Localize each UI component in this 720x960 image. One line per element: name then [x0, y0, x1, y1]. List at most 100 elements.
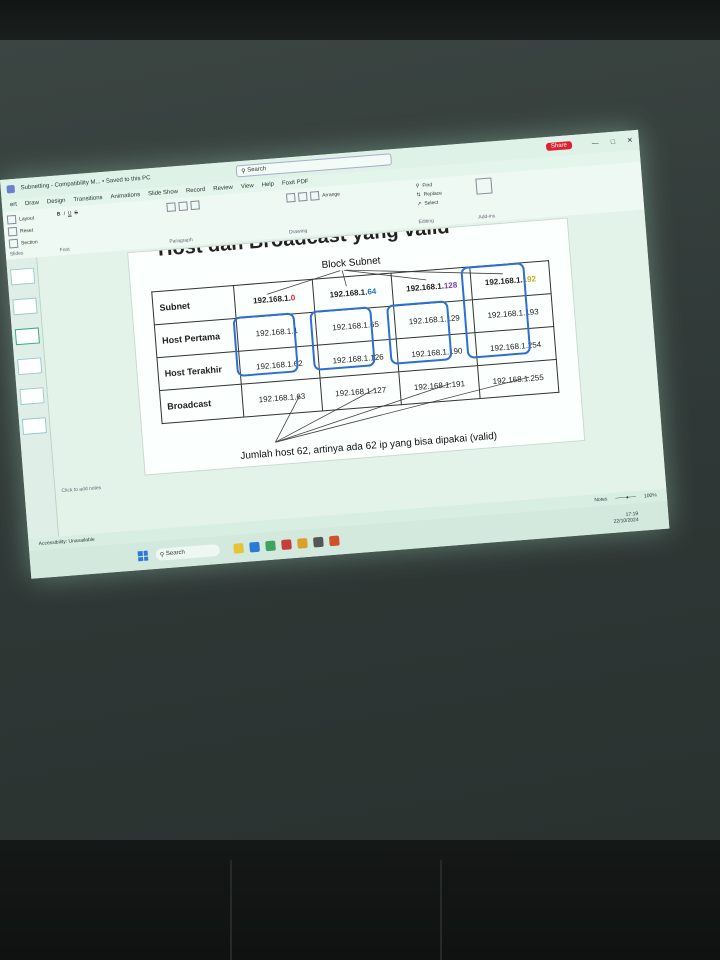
slide-stage: Host dan Broadcast yang valid Block Subn…: [37, 209, 667, 537]
numbering-icon[interactable]: [178, 201, 188, 212]
bullets-icon[interactable]: [166, 202, 176, 212]
powerpoint-icon[interactable]: [281, 539, 292, 551]
host-range-ring: [232, 312, 299, 377]
connector-lines: [266, 269, 530, 443]
layout-button[interactable]: Layout: [18, 214, 35, 223]
terminal-icon[interactable]: [313, 536, 324, 548]
connector-line: [275, 394, 301, 443]
bold-button[interactable]: B: [56, 211, 61, 218]
tab-help[interactable]: Help: [261, 181, 275, 189]
slide-thumbnail[interactable]: [19, 387, 45, 406]
tab-record[interactable]: Record: [185, 186, 206, 195]
table-cell: 192.168.1.191: [398, 365, 481, 405]
addins-group-label: Add-ins: [478, 213, 496, 221]
ip-suffix: 64: [366, 286, 377, 297]
app-icon: [6, 184, 16, 194]
find-button[interactable]: Find: [422, 182, 433, 189]
search-placeholder: Search: [247, 166, 267, 174]
shape-line-icon[interactable]: [297, 191, 308, 202]
arrange-button[interactable]: Arrange: [321, 190, 341, 199]
section-button[interactable]: Section: [20, 238, 38, 247]
paragraph-group-label: Paragraph: [169, 237, 193, 245]
tab-draw[interactable]: Draw: [24, 200, 40, 208]
section-icon: [8, 238, 19, 249]
shape-rect-icon[interactable]: [285, 192, 296, 203]
slides-group-label: Slides: [9, 250, 24, 258]
shape-arrow-icon[interactable]: [309, 191, 320, 201]
store-icon[interactable]: [265, 540, 276, 552]
close-icon[interactable]: ✕: [626, 137, 634, 145]
zoom-slider[interactable]: ───●──: [615, 494, 637, 502]
file-explorer-icon[interactable]: [233, 543, 245, 554]
reset-button[interactable]: Reset: [19, 227, 34, 235]
tab-foxit-pdf[interactable]: Foxit PDF: [281, 178, 309, 187]
host-range-ring: [386, 300, 453, 365]
notes-toggle[interactable]: Notes: [594, 496, 608, 504]
host-range-ring: [309, 306, 376, 371]
maximize-icon[interactable]: □: [610, 138, 616, 146]
app-icon[interactable]: [328, 535, 340, 547]
chrome-icon[interactable]: [297, 538, 308, 549]
connector-line: [275, 376, 530, 443]
tab-review[interactable]: Review: [213, 184, 234, 193]
font-group-label: Font: [59, 246, 70, 254]
start-button[interactable]: [137, 550, 149, 562]
tab-animations[interactable]: Animations: [110, 192, 141, 201]
tab-design[interactable]: Design: [46, 197, 66, 206]
slide-thumbnail[interactable]: [12, 297, 38, 316]
find-icon: ⚲: [415, 183, 420, 190]
tab-transitions[interactable]: Transitions: [73, 195, 103, 204]
connector-line: [344, 269, 427, 281]
table-cell: 192.168.1.127: [320, 371, 402, 411]
share-button[interactable]: Share: [545, 141, 573, 152]
tab-slide-show[interactable]: Slide Show: [147, 189, 179, 198]
clock-date: 22/10/2024: [613, 516, 639, 525]
layout-icon: [6, 214, 17, 225]
floor: [0, 840, 720, 960]
table-cell: 192.168.1.255: [477, 359, 559, 399]
edge-icon[interactable]: [249, 541, 260, 553]
zoom-level[interactable]: 100%: [643, 492, 658, 500]
connector-line: [275, 382, 452, 443]
select-button[interactable]: Select: [424, 199, 439, 207]
drawing-group-label: Drawing: [288, 228, 308, 236]
search-icon: ⚲: [159, 551, 165, 559]
minimize-icon[interactable]: —: [591, 139, 600, 147]
ip-suffix: 0: [290, 292, 296, 303]
strike-button[interactable]: S: [74, 210, 79, 217]
powerpoint-window: Subnetting - Compatibility M... • Saved …: [0, 129, 670, 579]
slide-canvas[interactable]: Host dan Broadcast yang valid Block Subn…: [127, 217, 586, 476]
notes-pane[interactable]: Click to add notes: [61, 485, 102, 495]
system-clock[interactable]: 17:19 22/10/2024: [613, 511, 639, 525]
slide-thumbnail[interactable]: [21, 417, 48, 435]
ip-base: 192.168.1.: [329, 287, 368, 299]
connector-line: [266, 270, 341, 295]
tab-insert[interactable]: ert: [9, 201, 18, 209]
tab-view[interactable]: View: [240, 183, 254, 191]
editing-group-label: Editing: [418, 218, 435, 226]
slide-thumbnail-selected[interactable]: [14, 327, 40, 346]
pinned-apps: [233, 535, 340, 554]
addins-icon[interactable]: [475, 177, 493, 195]
ip-base: 192.168.1.: [405, 281, 445, 293]
slide-thumbnail[interactable]: [17, 357, 43, 376]
floor-line: [230, 860, 232, 960]
slide-thumbnail[interactable]: [10, 267, 36, 286]
taskbar-search[interactable]: ⚲ Search: [155, 543, 221, 561]
ip-suffix: 128: [443, 279, 458, 290]
addins-group: Add-ins: [475, 176, 508, 221]
host-range-ring: [460, 262, 532, 359]
replace-icon: ⇅: [416, 192, 421, 199]
drawing-group: Arrange Drawing: [285, 184, 409, 236]
align-icon[interactable]: [190, 200, 200, 211]
connector-line: [346, 269, 503, 275]
slides-group: Layout Reset Section Slides: [6, 212, 50, 258]
italic-button[interactable]: I: [63, 211, 66, 218]
ip-base: 192.168.1.: [252, 293, 292, 306]
connector-line: [275, 388, 375, 443]
underline-button[interactable]: U: [67, 210, 72, 217]
search-icon: ⚲: [241, 168, 246, 175]
replace-button[interactable]: Replace: [423, 190, 443, 198]
editing-group: ⚲Find ⇅Replace ↗Select Editing: [416, 179, 469, 225]
